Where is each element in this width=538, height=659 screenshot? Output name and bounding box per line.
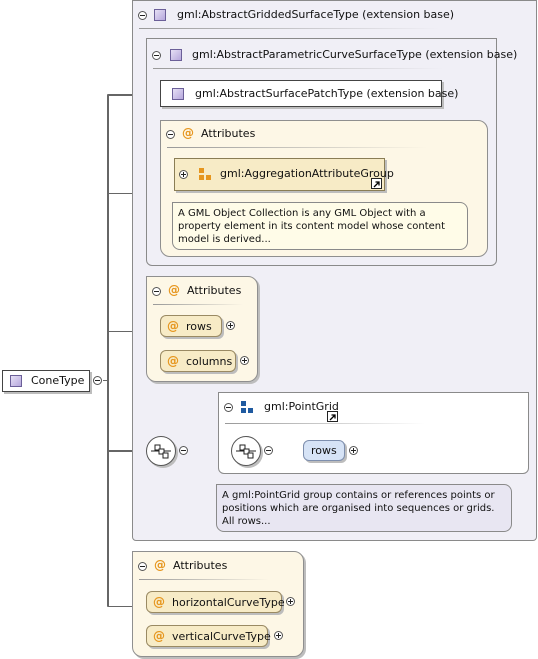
- horizontal-curve-type-label: horizontalCurveType: [172, 596, 285, 609]
- reference-link-icon[interactable]: [327, 411, 338, 422]
- attribute-columns-expand-icon[interactable]: [240, 356, 249, 365]
- sequence-collapse-icon[interactable]: [179, 446, 188, 455]
- connector-to-attrs3: [108, 606, 132, 607]
- vertical-curve-type-expand-icon[interactable]: [274, 631, 283, 640]
- connector-to-attrs2: [108, 331, 146, 332]
- vertical-curve-type-label: verticalCurveType: [172, 630, 271, 643]
- element-rows-expand-icon[interactable]: [349, 446, 358, 455]
- cone-type-collapse-icon[interactable]: [93, 376, 102, 385]
- attribute-rows-expand-icon[interactable]: [226, 321, 235, 330]
- attributes-collapse-icon[interactable]: [152, 287, 161, 296]
- attribute-icon: @: [153, 629, 165, 643]
- separator: [139, 579, 269, 580]
- aggregation-note-text: A GML Object Collection is any GML Objec…: [178, 208, 446, 245]
- separator: [167, 147, 427, 148]
- attributes-title: Attributes: [187, 284, 242, 297]
- attribute-icon: @: [153, 595, 165, 609]
- element-rows-label: rows: [311, 444, 337, 457]
- attribute-group-icon-part: [199, 168, 204, 173]
- point-grid-sequence-collapse-icon[interactable]: [264, 446, 273, 455]
- aggregation-attribute-group-node[interactable]: gml:AggregationAttributeGroup: [174, 158, 394, 191]
- surface-patch-type-node[interactable]: gml:AbstractSurfacePatchType (extension …: [160, 80, 458, 107]
- aggregation-expand-icon[interactable]: [179, 170, 188, 179]
- attribute-rows-label: rows: [186, 320, 212, 333]
- reference-link-glyph: [373, 181, 380, 188]
- attribute-group-icon-part: [206, 175, 211, 180]
- complex-type-icon: [10, 375, 22, 387]
- reference-link-icon[interactable]: [371, 178, 382, 189]
- attribute-columns-label: columns: [186, 355, 233, 368]
- complex-type-icon: [172, 88, 184, 100]
- point-grid-sequence-compositor[interactable]: [231, 436, 261, 466]
- group-icon-part: [241, 408, 246, 413]
- attribute-icon: @: [182, 126, 194, 140]
- reference-link-glyph: [329, 414, 336, 421]
- attribute-vertical-curve-type[interactable]: @ verticalCurveType: [146, 625, 271, 647]
- attributes-collapse-icon[interactable]: [166, 130, 175, 139]
- group-icon: [241, 401, 253, 413]
- attribute-columns[interactable]: @ columns: [160, 350, 236, 372]
- complex-type-icon: [170, 49, 182, 61]
- sequence-icon: [236, 444, 256, 459]
- attribute-icon: @: [167, 354, 179, 368]
- sequence-icon: [151, 444, 171, 459]
- complex-type-icon: [154, 9, 166, 21]
- cone-type-node[interactable]: ConeType: [2, 370, 90, 392]
- aggregation-attribute-group-label: gml:AggregationAttributeGroup: [220, 167, 394, 180]
- attribute-icon: @: [154, 558, 166, 572]
- attributes-title: Attributes: [173, 559, 228, 572]
- point-grid-label: gml:PointGrid: [264, 400, 339, 413]
- point-grid-note-text: A gml:PointGrid group contains or refere…: [222, 490, 495, 527]
- separator: [153, 304, 243, 305]
- gridded-surface-collapse-icon[interactable]: [138, 11, 147, 20]
- point-grid-documentation-note: A gml:PointGrid group contains or refere…: [216, 484, 512, 532]
- group-icon-part: [248, 408, 253, 413]
- separator: [139, 28, 439, 29]
- point-grid-group: gml:PointGrid: [218, 392, 529, 474]
- attribute-horizontal-curve-type[interactable]: @ horizontalCurveType: [146, 591, 285, 613]
- connector-root-h: [103, 380, 108, 381]
- point-grid-collapse-icon[interactable]: [224, 403, 233, 412]
- attribute-group-icon-part: [199, 175, 204, 180]
- separator: [225, 423, 425, 424]
- parametric-surface-collapse-icon[interactable]: [152, 51, 161, 60]
- parametric-surface-label: gml:AbstractParametricCurveSurfaceType (…: [192, 48, 518, 61]
- group-icon-part: [241, 401, 246, 406]
- surface-patch-type-label: gml:AbstractSurfacePatchType (extension …: [195, 87, 459, 100]
- sequence-compositor[interactable]: [146, 436, 176, 466]
- element-rows[interactable]: rows: [303, 440, 345, 461]
- attribute-group-icon: [199, 168, 211, 180]
- attribute-icon: @: [168, 283, 180, 297]
- attributes-title: Attributes: [201, 127, 256, 140]
- horizontal-curve-type-expand-icon[interactable]: [286, 597, 295, 606]
- aggregation-documentation-note: A GML Object Collection is any GML Objec…: [172, 202, 468, 250]
- connector-trunk-v: [107, 94, 109, 607]
- cone-type-label: ConeType: [31, 374, 85, 387]
- separator: [153, 68, 443, 69]
- connector-to-sequence: [108, 450, 146, 452]
- attribute-icon: @: [167, 319, 179, 333]
- gridded-surface-label: gml:AbstractGriddedSurfaceType (extensio…: [177, 8, 455, 21]
- attribute-rows[interactable]: @ rows: [160, 315, 222, 337]
- attributes-collapse-icon[interactable]: [138, 562, 147, 571]
